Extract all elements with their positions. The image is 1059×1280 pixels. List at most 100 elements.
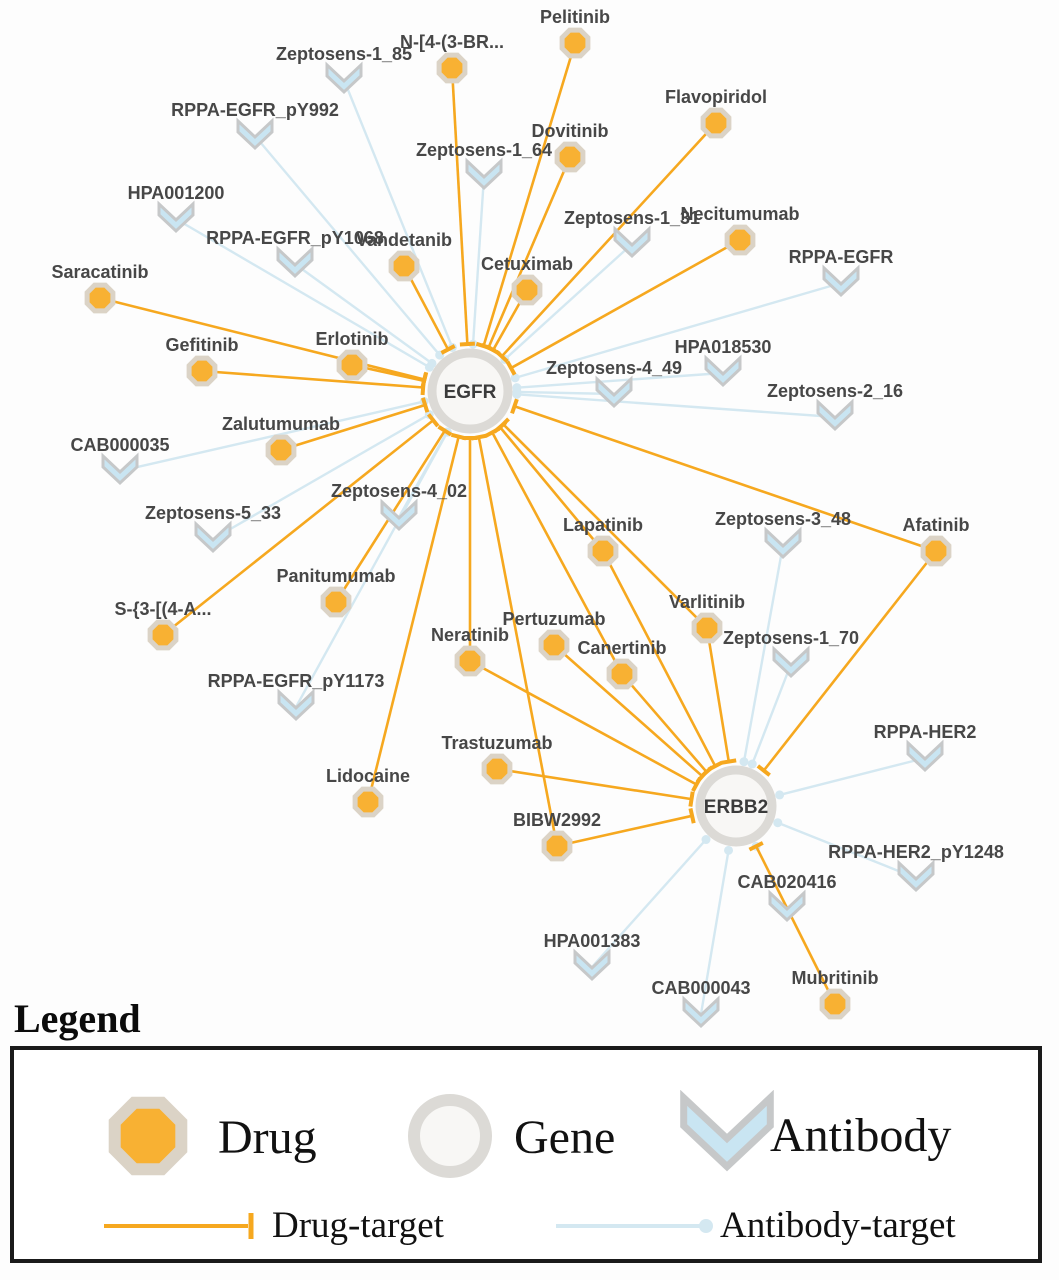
tee-cap [440,344,456,355]
drug-node[interactable] [265,434,297,466]
drug-node[interactable] [920,535,952,567]
antibody-node[interactable] [277,688,315,722]
antibody-edges [119,79,926,1015]
antibody-node[interactable] [465,157,503,191]
drug-node[interactable] [538,629,570,661]
node-label: Zeptosens-1_70 [723,628,859,648]
drug-target-edge [756,550,938,777]
drug-node[interactable] [352,786,384,818]
antibody-node[interactable] [276,245,314,279]
drug-node[interactable] [84,282,116,314]
tee-cap [426,413,440,428]
drug-node[interactable] [388,250,420,282]
antibody-node[interactable] [194,520,232,554]
drug-node[interactable] [724,224,756,256]
antibody-target-edge [512,389,836,419]
antibody-node[interactable] [595,375,633,409]
antibody-chevron [465,157,503,191]
antibody-node[interactable] [325,61,363,95]
node-label: Gefitinib [166,335,239,355]
antibody-node[interactable] [380,498,418,532]
antibody-chevron [613,225,651,259]
antibody-target-edge [510,281,842,383]
gene-node[interactable]: ERBB2 [695,765,777,847]
antibody-chevron [236,117,274,151]
dot-cap [747,759,757,769]
node-label: BIBW2992 [513,810,601,830]
antibody-node[interactable] [704,354,742,388]
tee-cap [748,841,764,852]
drug-octagon [700,107,732,139]
drug-octagon [541,830,573,862]
gene-circle [695,765,777,847]
antibody-node[interactable] [573,948,611,982]
antibody-target-edge [739,544,785,767]
antibody-node[interactable] [822,264,860,298]
drug-node[interactable] [147,619,179,651]
gene-shape [408,1094,492,1178]
drug-node[interactable] [320,586,352,618]
antibody-icon [680,1090,774,1172]
node-label: Varlitinib [669,592,745,612]
node-label: Zeptosens-4_02 [331,481,467,501]
drug-node[interactable] [436,52,468,84]
drug-shape [108,1096,188,1176]
tee-cap [471,433,487,441]
drug-octagon [336,349,368,381]
drug-octagon [724,224,756,256]
drug-node[interactable] [819,988,851,1020]
drug-octagon [691,612,723,644]
tee-cap [756,764,771,777]
drug-node[interactable] [691,612,723,644]
drug-target-edge [556,808,696,848]
gene-label: ERBB2 [704,797,768,818]
node-label: Zeptosens-1_64 [416,140,552,160]
drug-node[interactable] [587,535,619,567]
drug-node[interactable] [554,141,586,173]
tee-cap [695,769,709,784]
antibody-node[interactable] [906,739,944,773]
node-label: Necitumumab [680,204,799,224]
drug-octagon [554,141,586,173]
antibody-node[interactable] [772,645,810,679]
node-label: RPPA-EGFR_pY1173 [208,671,385,691]
node-label: Zeptosens-3_48 [715,509,851,529]
drug-node[interactable] [454,645,486,677]
antibody-chevron [768,889,806,923]
drug-node[interactable] [511,274,543,306]
antibody-chevron [704,354,742,388]
antibody-chevron [822,264,860,298]
drug-octagon [606,658,638,690]
tee-cap [505,360,517,376]
drug-node[interactable] [186,355,218,387]
drug-node[interactable] [559,27,591,59]
antibody-node[interactable] [682,995,720,1029]
drug-edges [99,42,938,1005]
dot-cap [510,373,520,383]
gene-node[interactable]: EGFR [427,348,513,434]
antibody-node[interactable] [101,452,139,486]
node-label: Pertuzumab [502,609,605,629]
antibody-node[interactable] [764,526,802,560]
drug-target-edge [705,627,737,765]
node-label: Zeptosens-1_31 [564,208,700,228]
tee-cap [485,344,501,356]
node-label: Neratinib [431,625,509,645]
nodes: EGFR ERBB2 [84,27,952,1029]
drug-target-edge [621,673,714,779]
drug-node[interactable] [336,349,368,381]
antibody-node[interactable] [236,117,274,151]
drug-node[interactable] [481,753,513,785]
antibody-node[interactable] [613,225,651,259]
drug-node[interactable] [541,830,573,862]
drug-octagon [352,786,384,818]
drug-node[interactable] [606,658,638,690]
drug-node[interactable] [700,107,732,139]
node-label: Zeptosens-2_16 [767,381,903,401]
antibody-node[interactable] [157,200,195,234]
drug-icon [108,1096,188,1176]
tee-cap [688,808,696,824]
antibody-node[interactable] [816,398,854,432]
antibody-node[interactable] [897,859,935,893]
antibody-node[interactable] [768,889,806,923]
